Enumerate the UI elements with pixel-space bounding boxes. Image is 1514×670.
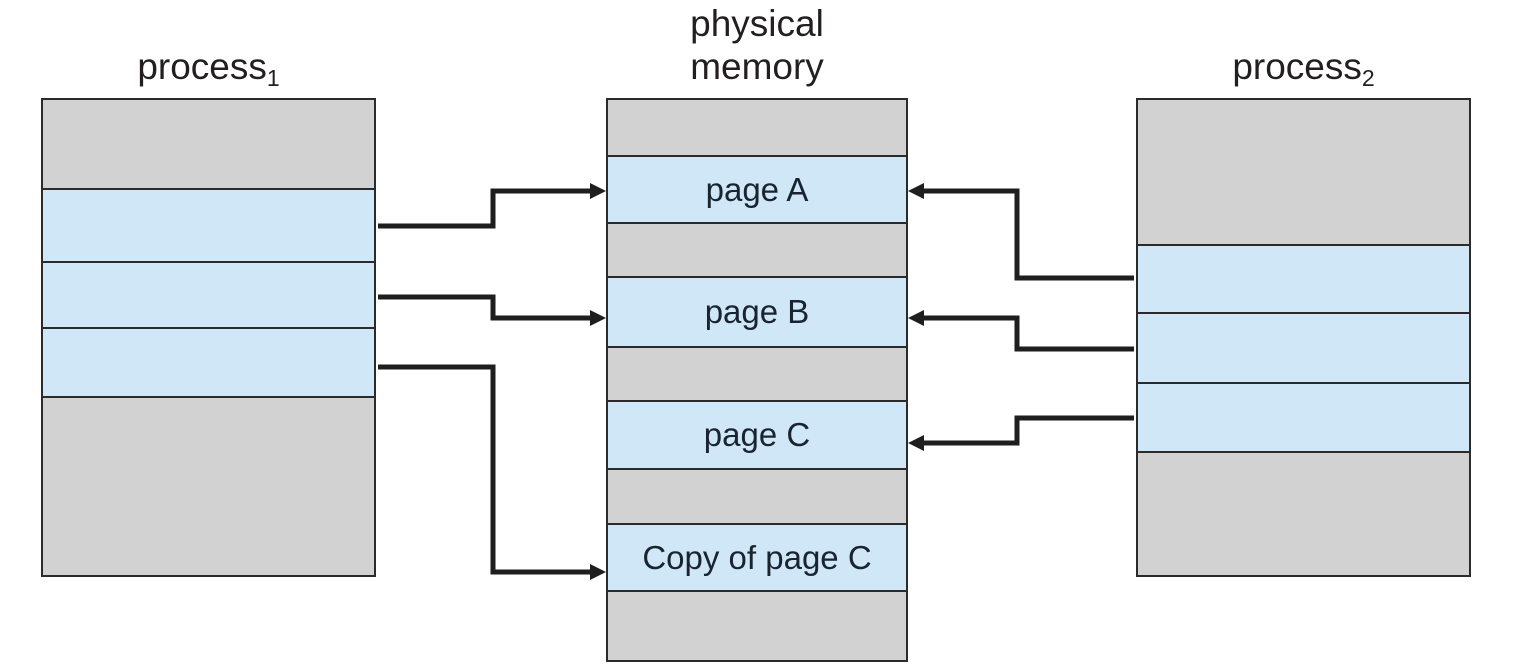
process2-page-b-segment [1138, 312, 1469, 382]
process1-page-b-segment [43, 261, 374, 327]
process1-title-subscript: 1 [266, 65, 280, 91]
process1-unshared-bottom-segment [43, 396, 374, 575]
arrow-process1-to-page-a [378, 183, 606, 229]
process2-title: process2 [1136, 45, 1471, 91]
free-frame-1 [608, 100, 906, 155]
process1-unshared-top-segment [43, 100, 374, 188]
process1-page-a-segment [43, 188, 374, 261]
copy-of-page-c-frame: Copy of page C [608, 523, 906, 590]
process2-box [1136, 98, 1471, 577]
free-frame-3 [608, 346, 906, 400]
process2-title-subscript: 2 [1361, 65, 1375, 91]
process1-page-c-segment [43, 327, 374, 396]
arrow-process2-to-page-b [908, 310, 1134, 352]
physical-memory-title: physical memory [606, 2, 908, 88]
process1-title-base: process [137, 46, 267, 87]
page-c-frame: page C [608, 400, 906, 468]
process1-box [41, 98, 376, 577]
arrow-process2-to-page-a [908, 183, 1134, 281]
process2-page-a-segment [1138, 244, 1469, 312]
free-frame-5 [608, 590, 906, 660]
arrow-process1-to-copy-of-page-c [378, 364, 606, 580]
process2-page-c-segment [1138, 382, 1469, 451]
physical-memory-box: page A page B page C Copy of page C [606, 98, 908, 662]
arrow-process2-to-page-c [908, 415, 1134, 451]
free-frame-2 [608, 222, 906, 276]
free-frame-4 [608, 468, 906, 523]
process2-unshared-top-segment [1138, 100, 1469, 244]
process2-title-base: process [1232, 46, 1362, 87]
process2-unshared-bottom-segment [1138, 451, 1469, 575]
page-a-frame: page A [608, 155, 906, 222]
page-b-frame: page B [608, 276, 906, 346]
arrow-process1-to-page-b [378, 294, 606, 326]
physical-memory-title-line1: physical [690, 3, 824, 44]
process1-title: process1 [41, 45, 376, 91]
physical-memory-title-line2: memory [690, 46, 824, 87]
